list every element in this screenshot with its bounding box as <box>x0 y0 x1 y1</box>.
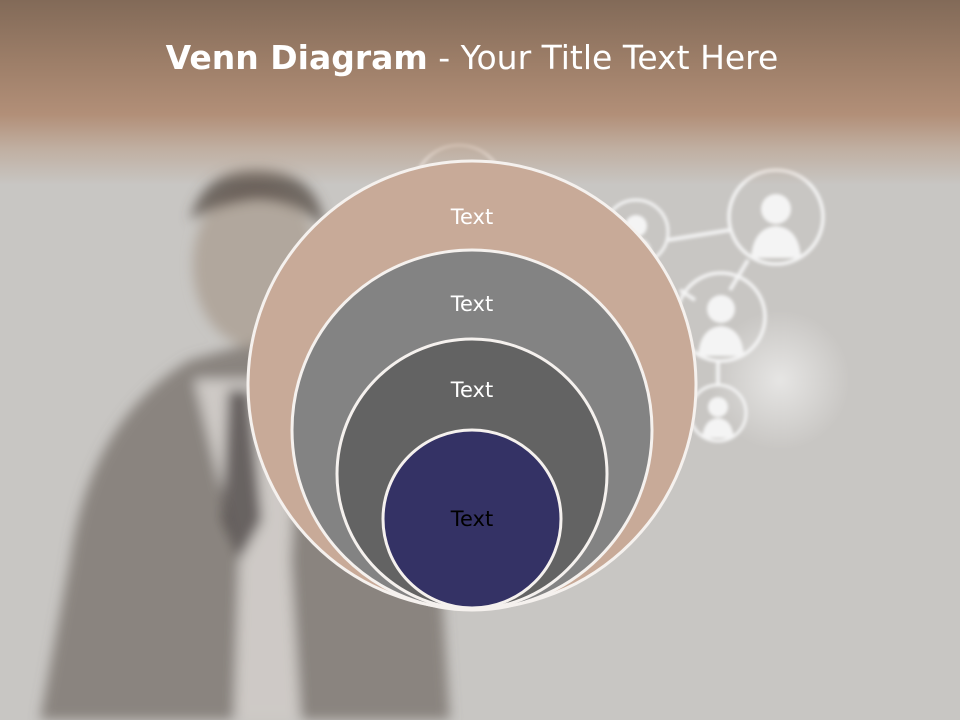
person-icon <box>688 383 748 443</box>
venn-circle-4-shape <box>381 428 563 610</box>
venn-circle-4-label: Text <box>450 507 493 531</box>
person-icon <box>727 168 825 266</box>
venn-circle-2-label: Text <box>450 292 493 316</box>
venn-circle-1-label: Text <box>450 205 493 229</box>
title-bold: Venn Diagram <box>165 38 428 77</box>
venn-circle-4: Text <box>381 428 563 610</box>
page-title: Venn Diagram - Your Title Text Here <box>0 38 944 77</box>
title-rest: - Your Title Text Here <box>427 38 779 77</box>
header-band <box>0 0 960 185</box>
person-network-icon <box>412 143 850 450</box>
venn-circle-3-label: Text <box>450 378 493 402</box>
person-icon <box>675 271 767 363</box>
